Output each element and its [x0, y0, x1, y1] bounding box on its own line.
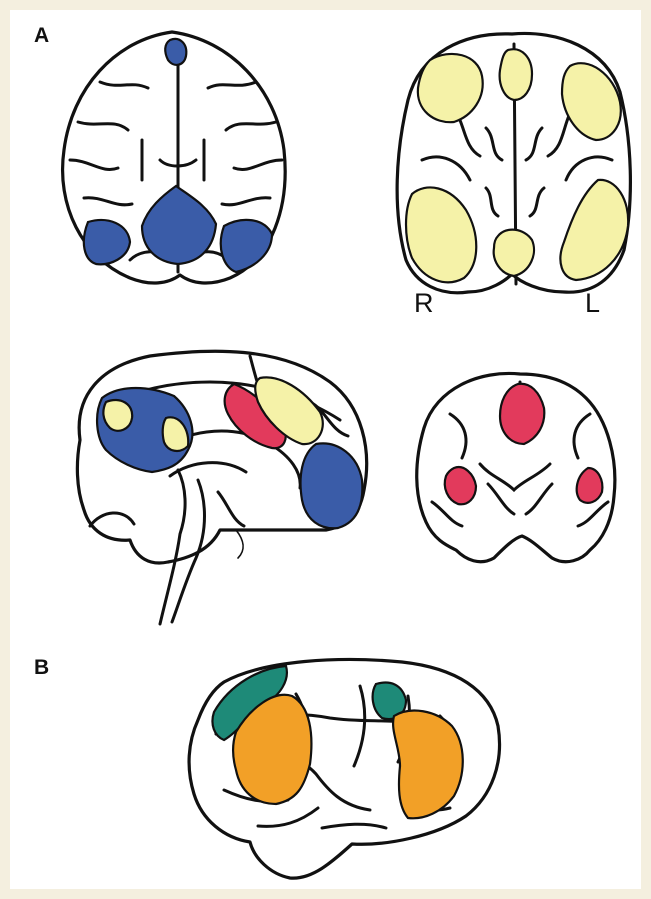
- sagittal-brain-diagram: [77, 351, 366, 624]
- superior-brain-diagram: [397, 33, 630, 292]
- lateral-brain-diagram: [189, 659, 499, 878]
- red-region-medial-frontal: [500, 384, 544, 444]
- coronal-brain-diagram: [417, 373, 615, 561]
- blue-region-right-lateral: [221, 220, 272, 272]
- figure-panel: A B R L: [10, 10, 641, 889]
- brain-figure: [10, 10, 641, 889]
- yellow-region-midline-frontal: [500, 49, 532, 100]
- axial-brain-diagram: [63, 32, 286, 283]
- yellow-region-medial-frontal: [103, 400, 132, 431]
- blue-region-frontal-pole: [165, 39, 186, 65]
